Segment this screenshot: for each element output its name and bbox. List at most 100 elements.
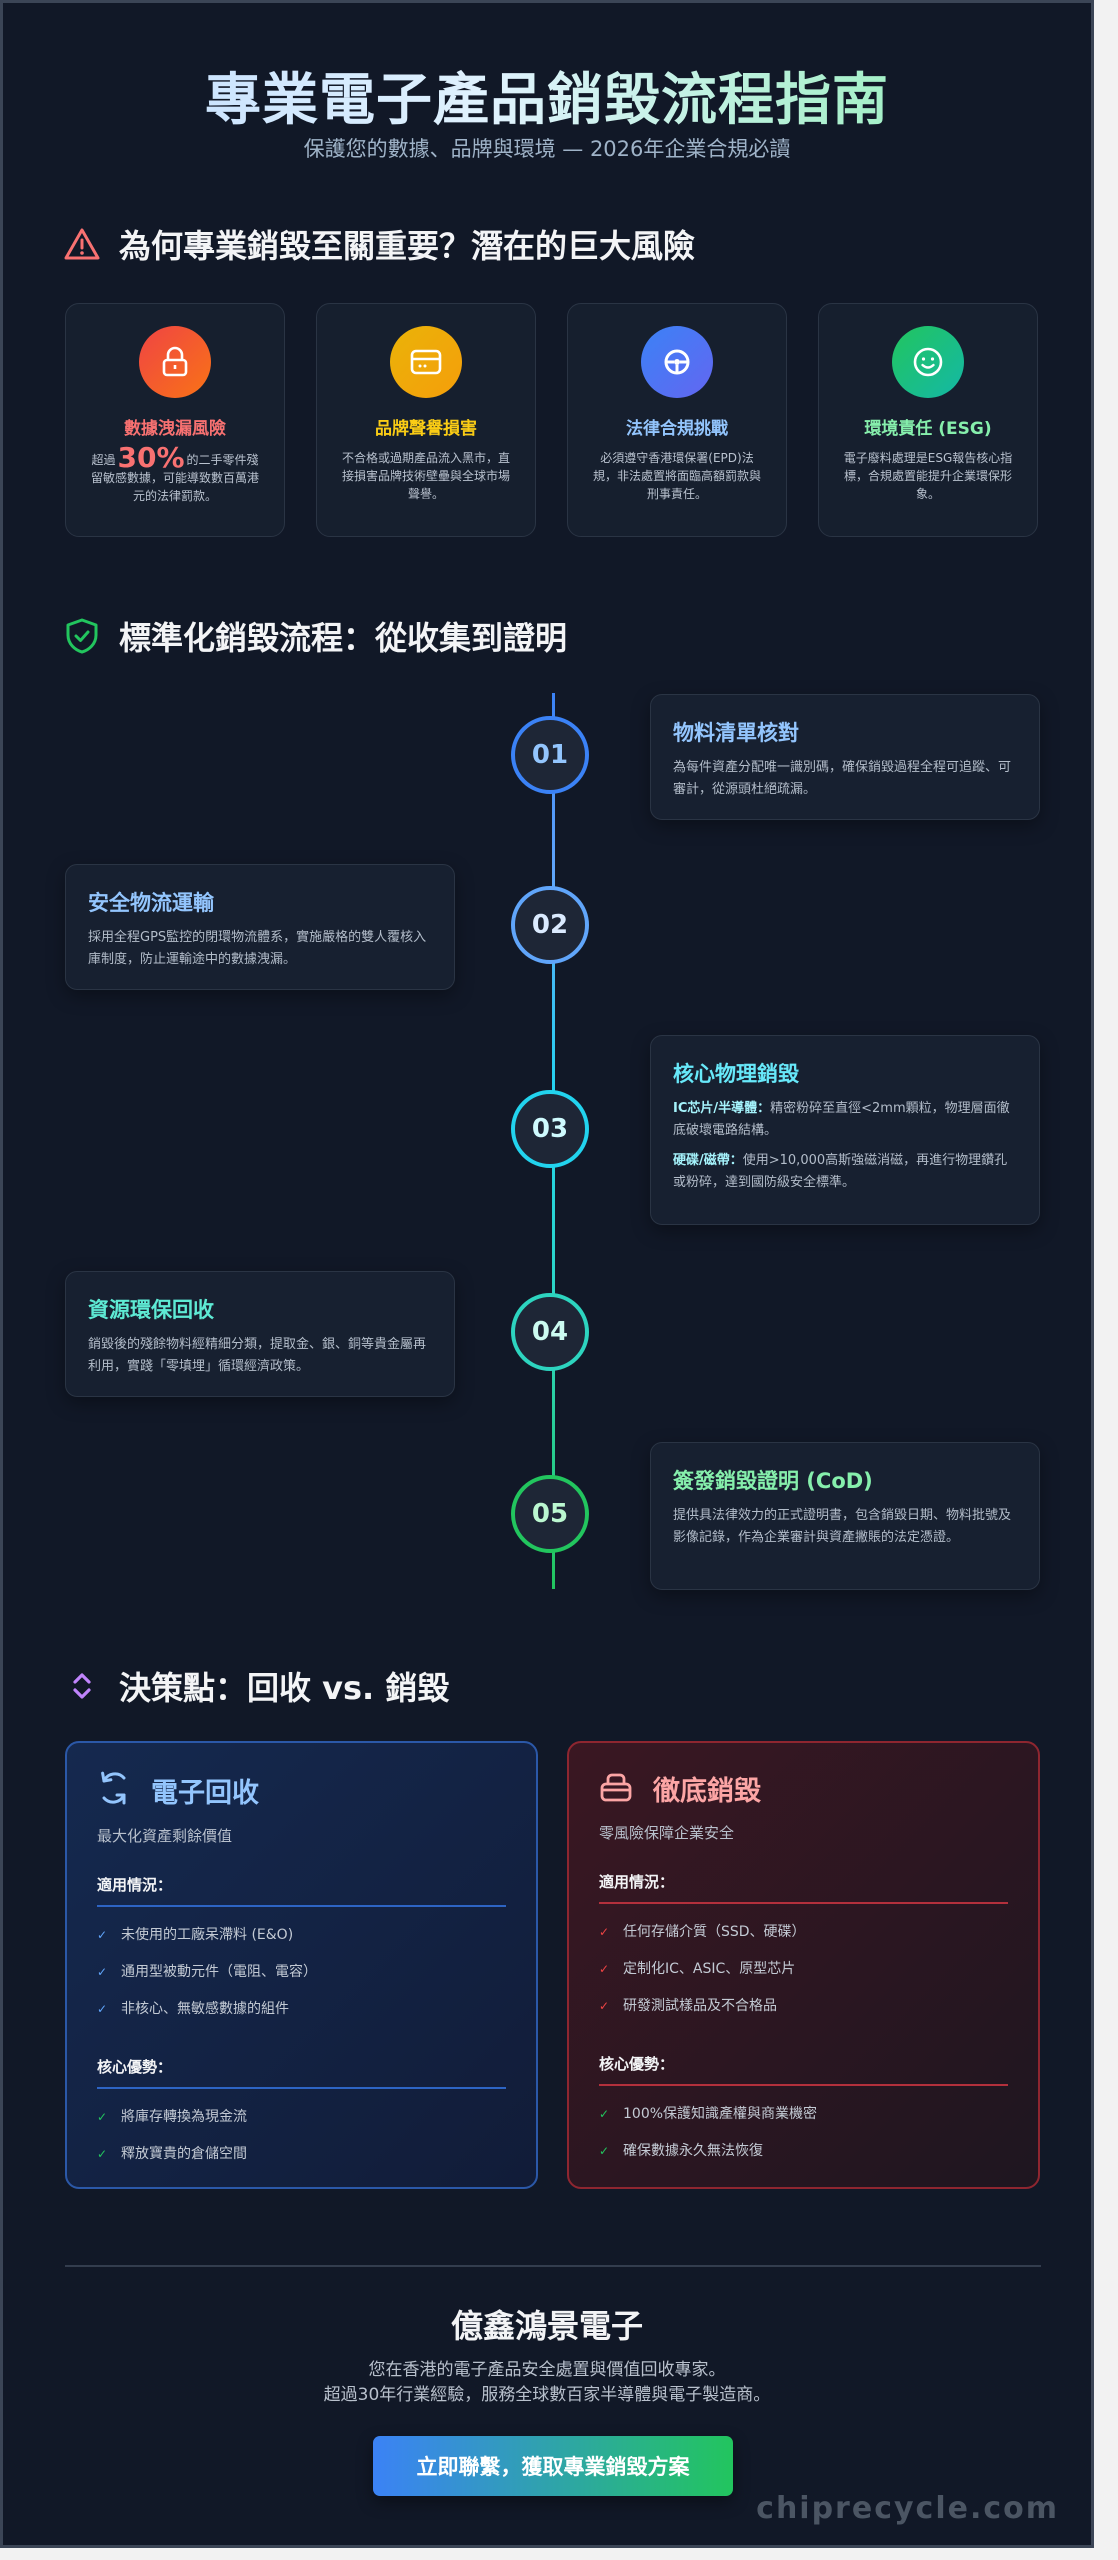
check-icon: ✓ [97, 2147, 108, 2161]
risk-text-prefix: 超過 [91, 453, 116, 467]
risk-highlight-stat: 30% [117, 441, 185, 474]
company-about: 您在香港的電子產品安全處置與價值回收專家。 超過30年行業經驗，服務全球數百家半… [3, 2358, 1091, 2408]
step-node-04: 04 [511, 1293, 589, 1371]
check-icon: ✓ [599, 1999, 610, 2013]
step-label-disk: 硬碟/磁帶： [673, 1153, 743, 1168]
step-card-03: 核心物理銷毀 IC芯片/半導體：精密粉碎至直徑<2mm顆粒，物理層面徹底破壞電路… [650, 1035, 1040, 1225]
list-item: ✓ 通用型被動元件（電阻、電容） [97, 1954, 506, 1991]
list-item-text: 研發測試樣品及不合格品 [623, 1998, 777, 2014]
recycle-scenarios-label: 適用情況： [97, 1874, 506, 1907]
step-card-01: 物料清單核對 為每件資產分配唯一識別碼，確保銷毀過程全程可追蹤、可審計，從源頭杜… [650, 694, 1040, 820]
step-text: 銷毀後的殘餘物料經精細分類，提取金、銀、銅等貴金屬再利用，實踐「零填埋」循環經濟… [88, 1337, 427, 1374]
risk-text: 超過30%的二手零件殘留敏感數據，可能導致數百萬港元的法律罰款。 [88, 444, 262, 505]
list-item-text: 確保數據永久無法恢復 [623, 2143, 763, 2159]
risk-card-legal: 法律合規挑戰 必須遵守香港環保署(EPD)法規，非法處置將面臨高額罰款與刑事責任… [567, 303, 787, 537]
page-frame: 專業電子產品銷毀流程指南 保護您的數據、品牌與環境 — 2026年企業合規必讀 … [0, 0, 1094, 2548]
step-node-05: 05 [511, 1475, 589, 1553]
destroy-advantages-label: 核心優勢： [599, 2053, 1008, 2086]
recycle-card: 電子回收 最大化資產剩餘價值 適用情況： ✓ 未使用的工廠呆滯料 (E&O) ✓ 通… [65, 1741, 538, 2189]
check-icon: ✓ [599, 1925, 610, 1939]
recycle-advantages-list: ✓將庫存轉換為現金流 ✓ 釋放寶貴的倉儲空間 [97, 2099, 506, 2173]
risk-title: 法律合規挑戰 [626, 419, 728, 439]
list-item: ✓將庫存轉換為現金流 [97, 2099, 506, 2136]
recycle-subtitle: 最大化資產剩餘價值 [97, 1827, 233, 1845]
destroy-card: 徹底銷毀 零風險保障企業安全 適用情況： ✓任何存儲介質（SSD、硬碟） ✓定制… [567, 1741, 1040, 2189]
warning-triangle-icon [63, 227, 101, 261]
recycle-advantages-label: 核心優勢： [97, 2056, 506, 2089]
footer-divider [65, 2265, 1041, 2267]
list-item: ✓ 未使用的工廠呆滯料 (E&O) [97, 1917, 506, 1954]
list-item: ✓ 釋放寶貴的倉儲空間 [97, 2136, 506, 2173]
step-title: 核心物理銷毀 [673, 1062, 799, 1086]
list-item: ✓定制化IC、ASIC、原型芯片 [599, 1951, 1008, 1988]
list-item: ✓ 研發測試樣品及不合格品 [599, 1988, 1008, 2025]
risk-title: 數據洩漏風險 [124, 419, 226, 439]
step-title: 資源環保回收 [88, 1298, 214, 1322]
list-item-text: 釋放寶貴的倉儲空間 [121, 2146, 247, 2162]
process-heading-text: 標準化銷毀流程：從收集到證明 [119, 619, 568, 657]
step-card-02: 安全物流運輸 採用全程GPS監控的閉環物流體系，實施嚴格的雙人覆核入庫制度，防止… [65, 864, 455, 990]
risk-title: 環境責任 (ESG) [864, 419, 992, 439]
risk-title: 品牌聲譽損害 [375, 419, 477, 439]
check-icon: ✓ [97, 2002, 108, 2016]
about-line-1: 您在香港的電子產品安全處置與價值回收專家。 [368, 2360, 726, 2380]
step-card-04: 資源環保回收 銷毀後的殘餘物料經精細分類，提取金、銀、銅等貴金屬再利用，實踐「零… [65, 1271, 455, 1397]
decision-heading-text: 決策點：回收 vs. 銷毀 [119, 1669, 450, 1707]
step-title: 物料清單核對 [673, 721, 799, 745]
recycle-title: 電子回收 [151, 1777, 259, 1809]
smile-icon [892, 326, 964, 398]
check-icon: ✓ [97, 2110, 108, 2124]
watermark: chiprecycle.com [756, 2491, 1059, 2526]
list-item: ✓ 非核心、無敏感數據的組件 [97, 1991, 506, 2028]
risk-card-brand: 品牌聲譽損害 不合格或過期產品流入黑市，直接損害品牌技術壁壘與全球市場聲譽。 [316, 303, 536, 537]
destroy-subtitle: 零風險保障企業安全 [599, 1824, 735, 1842]
step-node-03: 03 [511, 1090, 589, 1168]
lock-icon [139, 326, 211, 398]
destroy-card-header: 徹底銷毀 [599, 1769, 1008, 1808]
recycle-scenarios-list: ✓ 未使用的工廠呆滯料 (E&O) ✓ 通用型被動元件（電阻、電容） ✓ 非核心、無敏… [97, 1917, 506, 2028]
check-icon: ✓ [599, 2107, 610, 2121]
risks-heading-text: 為何專業銷毀至關重要？潛在的巨大風險 [119, 227, 696, 265]
decision-heading: 決策點：回收 vs. 銷毀 [63, 1663, 449, 1709]
step-text: 提供具法律效力的正式證明書，包含銷毀日期、物料批號及影像記錄，作為企業審計與資產… [673, 1508, 1012, 1545]
steering-wheel-icon [641, 326, 713, 398]
list-item-text: 任何存儲介質（SSD、硬碟） [623, 1924, 806, 1940]
check-icon: ✓ [599, 1962, 610, 1976]
chevron-up-down-icon [63, 1667, 101, 1705]
destroy-title: 徹底銷毀 [653, 1776, 761, 1807]
check-icon: ✓ [97, 1928, 108, 1942]
check-icon: ✓ [97, 1965, 108, 1979]
page-subtitle: 保護您的數據、品牌與環境 — 2026年企業合規必讀 [303, 137, 791, 161]
risk-text-suffix: 的二手零件殘留敏感數據，可能導致數百萬港元的法律罰款。 [90, 453, 259, 503]
destroy-advantages-list: ✓ 100%保護知識產權與商業機密 ✓ 確保數據永久無法恢復 [599, 2096, 1008, 2170]
step-desc-disk: 使用>10,000高斯強磁消磁，再進行物理鑽孔或粉碎，達到國防級安全標準。 [673, 1153, 1008, 1190]
risk-card-esg: 環境責任 (ESG) 電子廢料處理是ESG報告核心指標，合規處置能提升企業環保形… [818, 303, 1038, 537]
list-item-text: 通用型被動元件（電阻、電容） [121, 1964, 317, 1980]
step-text-disk: 硬碟/磁帶：使用>10,000高斯強磁消磁，再進行物理鑽孔或粉碎，達到國防級安全… [673, 1150, 1017, 1194]
refresh-icon [97, 1769, 131, 1811]
destroy-scenarios-list: ✓ 任何存儲介質（SSD、硬碟） ✓定制化IC、ASIC、原型芯片 ✓ 研發測試樣品… [599, 1914, 1008, 2025]
step-node-01: 01 [511, 716, 589, 794]
step-text: 採用全程GPS監控的閉環物流體系，實施嚴格的雙人覆核入庫制度，防止運輸途中的數據… [88, 930, 427, 967]
credit-card-icon [390, 326, 462, 398]
step-text-ic: IC芯片/半導體：精密粉碎至直徑<2mm顆粒，物理層面徹底破壞電路結構。 [673, 1098, 1017, 1142]
risk-card-data-leak: 數據洩漏風險 超過30%的二手零件殘留敏感數據，可能導致數百萬港元的法律罰款。 [65, 303, 285, 537]
list-item: ✓ 任何存儲介質（SSD、硬碟） [599, 1914, 1008, 1951]
step-node-02: 02 [511, 886, 589, 964]
list-item-text: 未使用的工廠呆滯料 (E&O) [121, 1927, 294, 1943]
recycle-card-header: 電子回收 [97, 1769, 506, 1811]
list-item: ✓ 確保數據永久無法恢復 [599, 2133, 1008, 2170]
step-card-05: 簽發銷毀證明 (CoD) 提供具法律效力的正式證明書，包含銷毀日期、物料批號及影… [650, 1442, 1040, 1590]
page-title: 專業電子產品銷毀流程指南 [3, 55, 1091, 136]
risk-text: 必須遵守香港環保署(EPD)法規，非法處置將面臨高額罰款與刑事責任。 [592, 451, 761, 501]
shredder-icon [599, 1770, 633, 1808]
contact-cta-button[interactable]: 立即聯繫，獲取專業銷毀方案 [373, 2436, 733, 2496]
step-desc-ic: 精密粉碎至直徑<2mm顆粒，物理層面徹底破壞電路結構。 [673, 1101, 1010, 1138]
list-item-text: 100%保護知識產權與商業機密 [623, 2106, 818, 2122]
list-item-text: 非核心、無敏感數據的組件 [121, 2001, 289, 2017]
company-name: 億鑫鴻景電子 [450, 2307, 643, 2345]
process-heading: 標準化銷毀流程：從收集到證明 [63, 613, 567, 659]
step-title: 簽發銷毀證明 (CoD) [673, 1469, 873, 1493]
list-item: ✓ 100%保護知識產權與商業機密 [599, 2096, 1008, 2133]
check-icon: ✓ [599, 2144, 610, 2158]
